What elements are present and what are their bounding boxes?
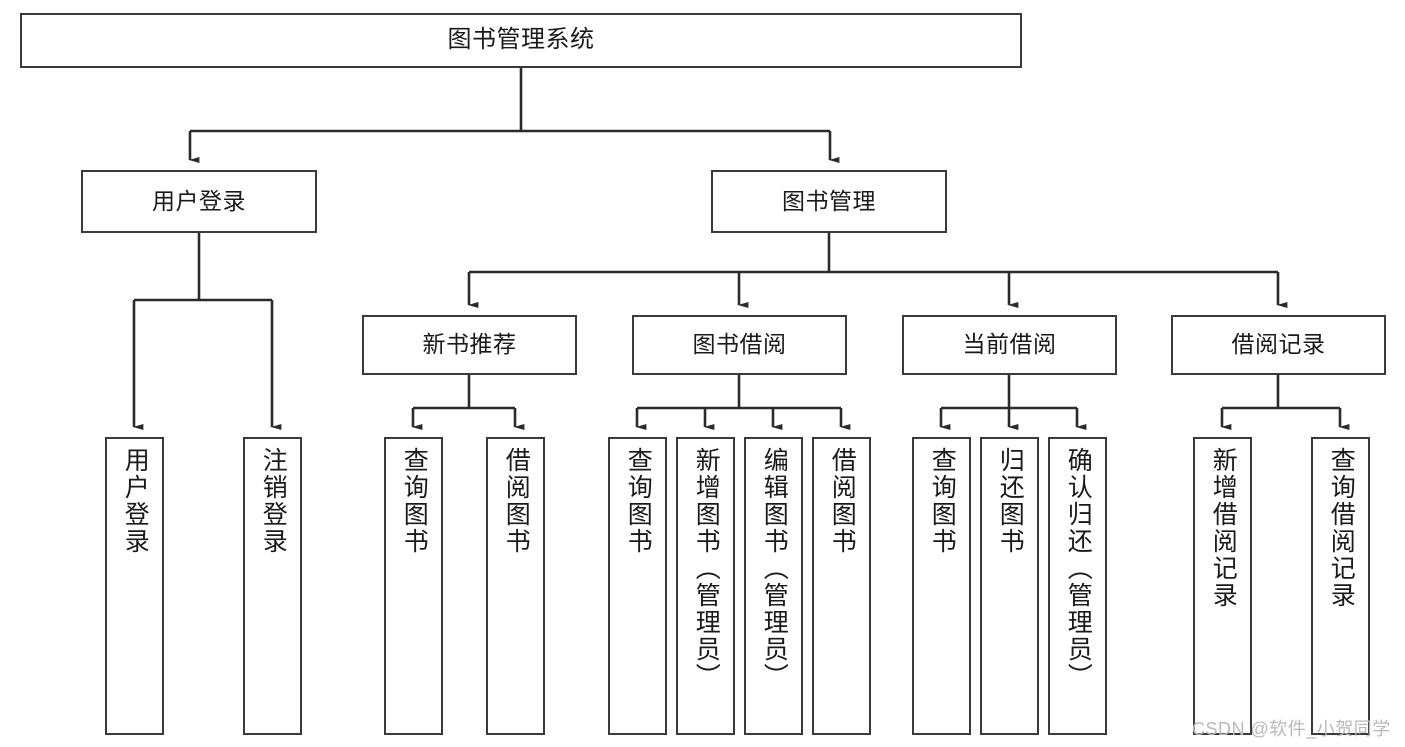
leaf-new-book-borrow-book[interactable]: 借阅图书 [486, 437, 545, 735]
node-label: 新书推荐 [422, 331, 517, 358]
leaf-current-return-book[interactable]: 归还图书 [980, 437, 1039, 735]
node-label: 查询图书 [400, 447, 429, 555]
node-label: 编辑图书（管理员） [760, 447, 789, 690]
node-user-login[interactable]: 用户登录 [81, 170, 317, 233]
node-label: 查询图书 [928, 447, 957, 555]
leaf-new-book-query-book[interactable]: 查询图书 [384, 437, 443, 735]
node-label: 注销登录 [259, 447, 288, 555]
node-root-book-management-system[interactable]: 图书管理系统 [20, 13, 1022, 68]
node-borrow-record[interactable]: 借阅记录 [1171, 315, 1386, 375]
node-label: 用户登录 [152, 187, 246, 214]
node-label: 新增借阅记录 [1209, 447, 1238, 609]
node-label: 图书管理系统 [447, 26, 595, 54]
leaf-user-login[interactable]: 用户登录 [105, 437, 164, 735]
node-label: 图书借阅 [692, 331, 787, 358]
leaf-current-confirm-return-admin[interactable]: 确认归还（管理员） [1048, 437, 1107, 735]
node-label: 确认归还（管理员） [1064, 447, 1093, 690]
leaf-borrow-query-book[interactable]: 查询图书 [608, 437, 667, 735]
node-current-borrow[interactable]: 当前借阅 [902, 315, 1117, 375]
node-label: 用户登录 [121, 447, 150, 555]
node-label: 借阅图书 [828, 447, 857, 555]
node-label: 查询借阅记录 [1327, 447, 1356, 609]
node-label: 查询图书 [624, 447, 653, 555]
node-label: 图书管理 [782, 187, 876, 214]
node-new-book-recommend[interactable]: 新书推荐 [362, 315, 577, 375]
leaf-logout[interactable]: 注销登录 [243, 437, 302, 735]
leaf-borrow-add-book-admin[interactable]: 新增图书（管理员） [676, 437, 735, 735]
node-label: 借阅图书 [502, 447, 531, 555]
node-label: 归还图书 [996, 447, 1025, 555]
leaf-record-query-borrow-record[interactable]: 查询借阅记录 [1311, 437, 1370, 735]
leaf-current-query-book[interactable]: 查询图书 [912, 437, 971, 735]
node-book-management[interactable]: 图书管理 [711, 170, 947, 233]
leaf-borrow-edit-book-admin[interactable]: 编辑图书（管理员） [744, 437, 803, 735]
node-book-borrow[interactable]: 图书借阅 [632, 315, 847, 375]
node-label: 新增图书（管理员） [692, 447, 721, 690]
leaf-record-add-borrow-record[interactable]: 新增借阅记录 [1193, 437, 1252, 735]
csdn-watermark: CSDN @软件_小贺同学 [1192, 719, 1391, 739]
node-label: 借阅记录 [1231, 331, 1326, 358]
node-label: 当前借阅 [962, 331, 1057, 358]
leaf-borrow-borrow-book[interactable]: 借阅图书 [812, 437, 871, 735]
